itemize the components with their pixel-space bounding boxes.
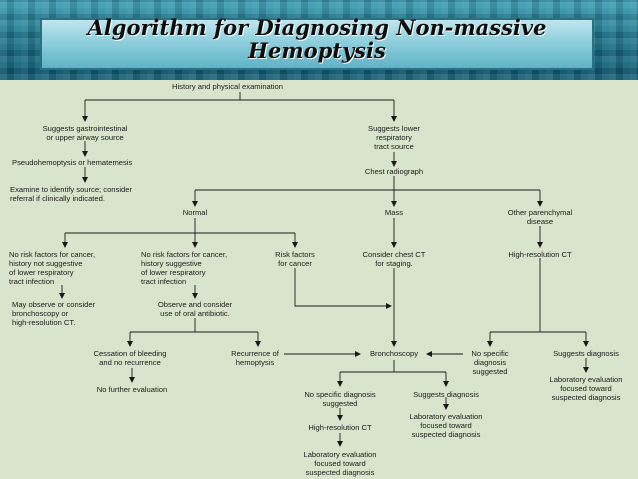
- slide-title: Algorithm for Diagnosing Non-massive Hem…: [87, 15, 547, 63]
- node-examine: Examine to identify source; consider ref…: [10, 185, 132, 203]
- node-hrct-right: High-resolution CT: [508, 250, 572, 259]
- node-recurrence: Recurrence of hemoptysis: [231, 349, 279, 367]
- node-other-parenchymal: Other parenchymal disease: [507, 208, 573, 226]
- node-suggests-diagnosis-center: Suggests diagnosis: [413, 390, 479, 399]
- node-suggests-diagnosis-right: Suggests diagnosis: [553, 349, 619, 358]
- node-chest-radiograph: Chest radiograph: [364, 167, 424, 176]
- node-risk-factors: Risk factors for cancer: [275, 250, 315, 268]
- node-no-specific-center: No specific diagnosis suggested: [304, 390, 376, 408]
- node-lower-source: Suggests lower respiratory tract source: [368, 124, 420, 151]
- node-consider-chest-ct: Consider chest CT for staging.: [362, 250, 426, 268]
- node-history: History and physical examination: [172, 82, 284, 91]
- node-no-risk-suggestive: No risk factors for cancer, history sugg…: [141, 250, 228, 286]
- node-lab-bottom: Laboratory evaluation focused toward sus…: [303, 450, 377, 477]
- node-observe-antibiotic: Observe and consider use of oral antibio…: [157, 300, 233, 318]
- node-normal: Normal: [182, 208, 208, 217]
- node-no-risk-not-suggestive: No risk factors for cancer, history not …: [9, 250, 96, 286]
- node-may-observe: May observe or consider bronchoscopy or …: [12, 300, 96, 327]
- node-gi-source: Suggests gastrointestinal or upper airwa…: [42, 124, 128, 142]
- node-hrct-center: High-resolution CT: [308, 423, 372, 432]
- node-no-specific-right: No specific diagnosis suggested: [471, 349, 509, 376]
- title-box: [40, 18, 594, 70]
- node-pseudohemoptysis: Pseudohemoptysis or hematemesis: [12, 158, 133, 167]
- node-lab-right: Laboratory evaluation focused toward sus…: [549, 375, 623, 402]
- node-no-further-evaluation: No further evaluation: [96, 385, 168, 394]
- node-bronchoscopy: Bronchoscopy: [369, 349, 419, 358]
- connector: [294, 268, 392, 309]
- node-lab-center: Laboratory evaluation focused toward sus…: [409, 412, 483, 439]
- node-cessation: Cessation of bleeding and no recurrence: [93, 349, 167, 367]
- node-mass: Mass: [384, 208, 404, 217]
